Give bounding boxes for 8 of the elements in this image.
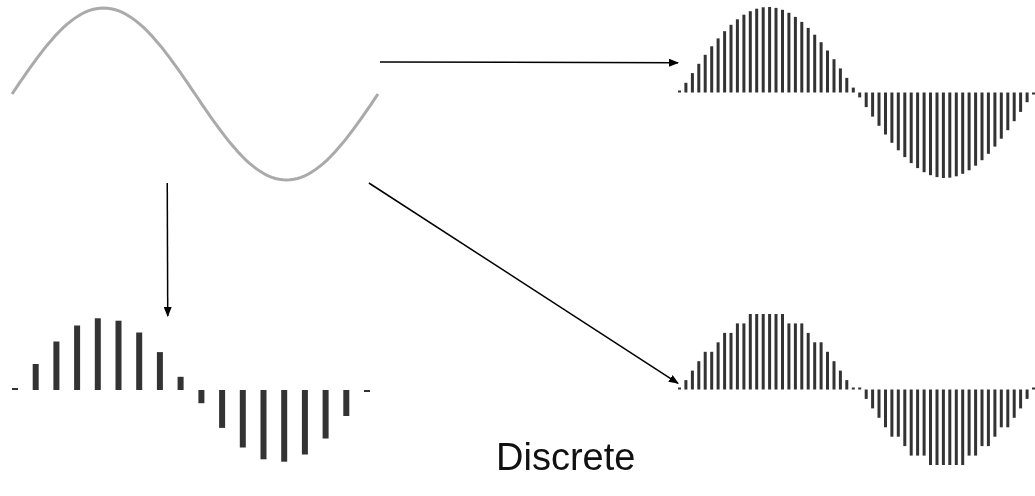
- sine-wave-drawing: [10, 5, 380, 183]
- arrow: [163, 182, 172, 317]
- caption-text: Discrete: [496, 436, 636, 479]
- sampled-signal-drawing: [12, 316, 370, 464]
- arrow: [368, 182, 679, 385]
- arrow: [379, 58, 679, 67]
- quantized-signal-drawing: [678, 312, 1035, 467]
- sampled-signal-drawing: [678, 5, 1035, 180]
